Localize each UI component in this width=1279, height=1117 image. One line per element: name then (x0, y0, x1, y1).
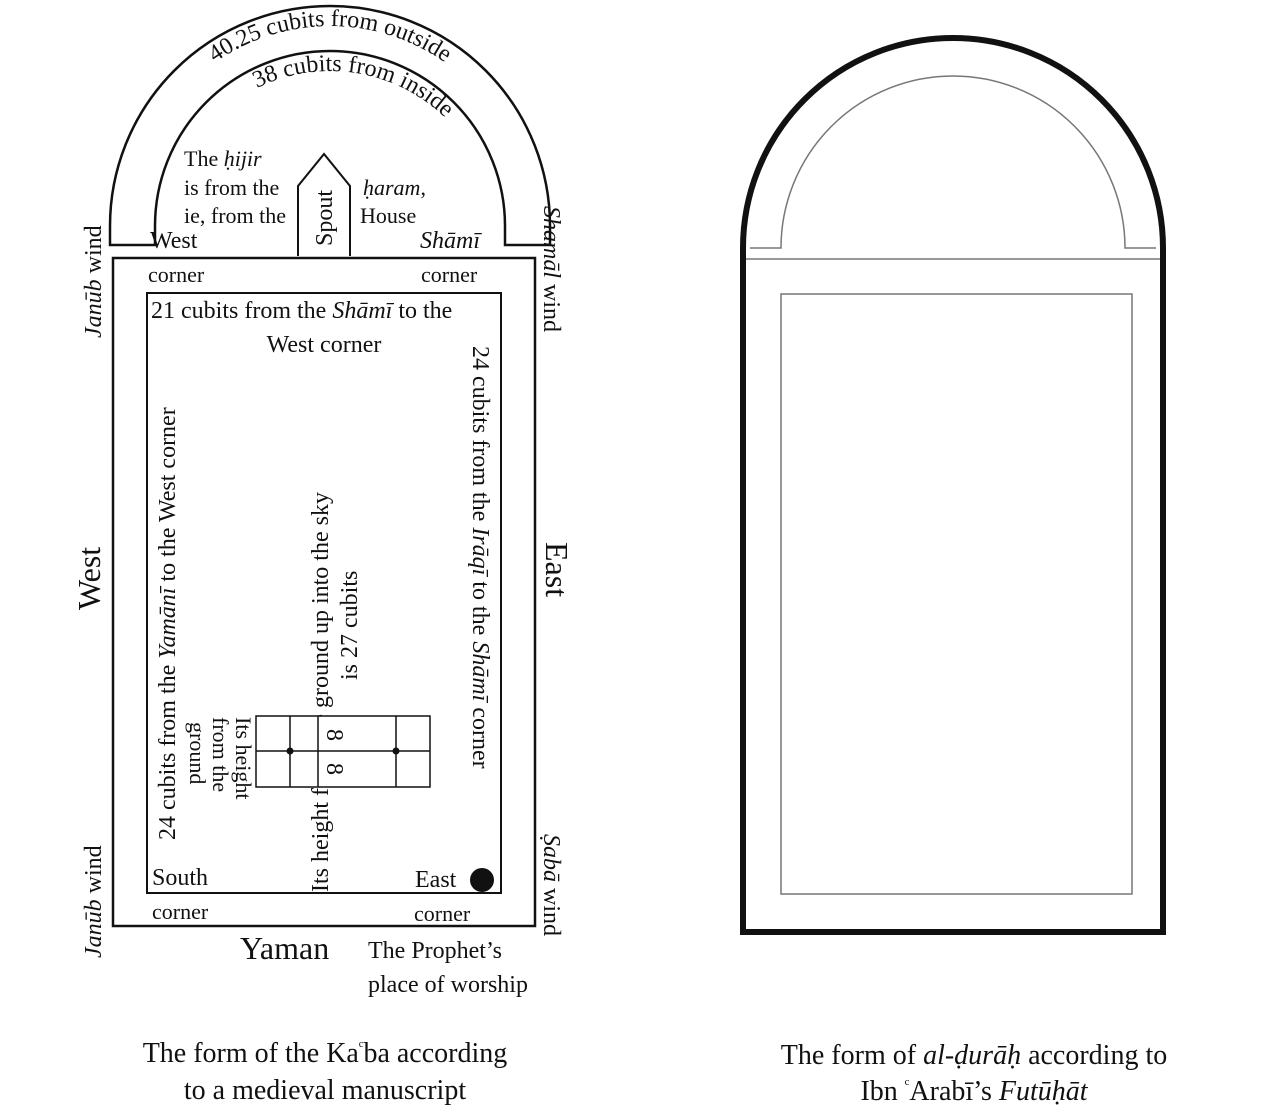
hijir-note-line4: ḥaram, (363, 175, 426, 200)
south-label: South (152, 865, 208, 891)
door-value-top: 8 (321, 729, 347, 741)
hijir-note-line3: ie, from the (184, 203, 286, 228)
side-west-label: West (71, 547, 107, 610)
kaaba-inner-wall (146, 292, 502, 894)
saba-wind: Ṣabā wind (538, 834, 564, 936)
kaaba-diagram: 40.25 cubits from outside 38 cubits from… (71, 4, 575, 1106)
left-caption-line1: The form of the Kaᶜba according (143, 1036, 508, 1069)
shamal-wind: Shamāl wind (538, 206, 564, 332)
black-stone-dot (470, 868, 494, 892)
janub-wind-top: Janūb wind (81, 225, 107, 338)
corner-label-bottom-right: corner (414, 901, 471, 926)
door-dot-left (286, 747, 294, 755)
left-caption-line2: to a medieval manuscript (184, 1075, 466, 1106)
spout-shape (297, 152, 351, 256)
hijir-arch (108, 4, 552, 247)
right-caption-line1: The form of al-ḍurāḥ according to (781, 1040, 1167, 1071)
hijir-note-line5: House (360, 203, 416, 228)
left-measure: 24 cubits from the Yamānī to the West co… (155, 407, 181, 840)
kaaba-outer-wall (111, 256, 537, 928)
prophet-line2: place of worship (368, 972, 528, 998)
height-line1: Its height from the ground up into the s… (308, 492, 334, 892)
door-height-note-3: ground (185, 722, 210, 784)
durah-diagram: The form of al-ḍurāḥ according to Ibn ᶜA… (740, 35, 1167, 1107)
right-caption-line2: Ibn ᶜArabī’s Futūḥāt (860, 1074, 1088, 1107)
shami-corner-label: Shāmī (420, 228, 482, 254)
door-height-note-1: Its height (231, 717, 256, 800)
right-measure: 24 cubits from the Irāqī to the Shāmī co… (467, 346, 493, 769)
hijir-note-line1: The ḥijir (184, 146, 262, 171)
durah-outer-shape (740, 35, 1166, 935)
top-measure-line2: West corner (267, 332, 382, 358)
door-dot-right (392, 747, 400, 755)
west-corner-top-label: West (150, 228, 198, 254)
spout-label: Spout (312, 190, 338, 246)
janub-wind-bottom: Janūb wind (81, 845, 107, 958)
door-height-note-2: from the (208, 717, 233, 792)
corner-label-top-left: corner (148, 262, 205, 287)
door-box: 8 8 Its height from the ground (185, 715, 431, 800)
east-label: East (415, 867, 457, 893)
hijir-note-line2: is from the (184, 175, 279, 200)
durah-inner-arch (750, 75, 1156, 249)
top-measure-line1: 21 cubits from the Shāmī to the (151, 298, 452, 324)
corner-label-top-right: corner (421, 262, 478, 287)
side-east-label: East (539, 542, 575, 597)
door-value-bottom: 8 (321, 763, 347, 775)
corner-label-bottom-left: corner (152, 899, 209, 924)
height-line2: is 27 cubits (337, 571, 363, 680)
prophet-line1: The Prophet’s (368, 938, 502, 964)
arc-inner-label: 38 cubits from inside (249, 51, 459, 122)
yaman-label: Yaman (240, 930, 329, 966)
durah-inner-rect (780, 293, 1133, 895)
